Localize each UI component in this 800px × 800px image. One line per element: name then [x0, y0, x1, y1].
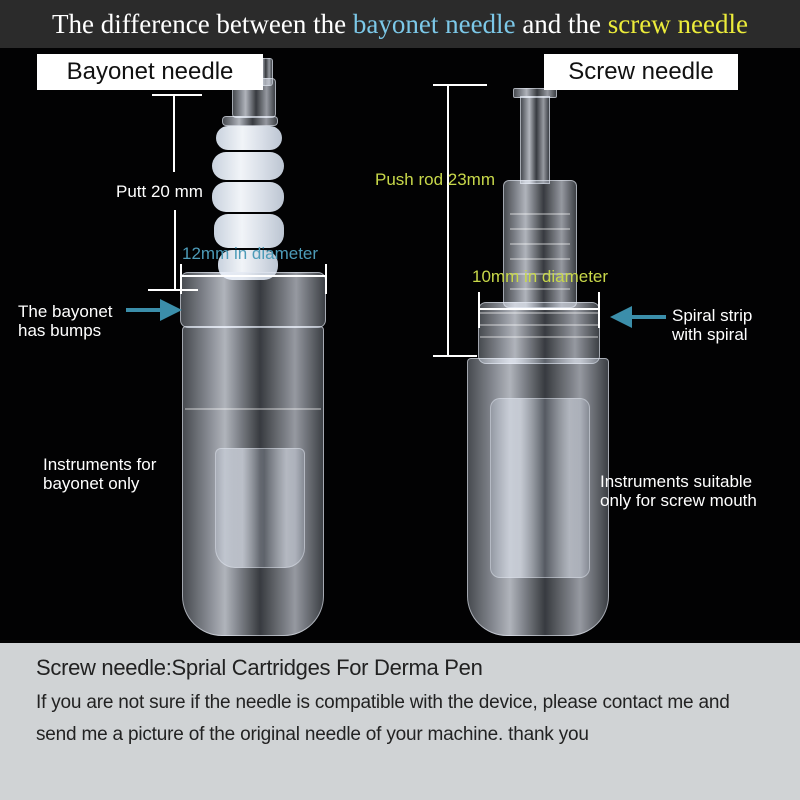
- title-prefix: The difference between the: [52, 8, 347, 39]
- bayonet-usage-line2: bayonet only: [43, 474, 140, 493]
- screw-diameter-right-tick: [598, 292, 600, 328]
- page-title: The difference between the bayonet needl…: [0, 0, 800, 48]
- bayonet-usage-line1: Instruments for: [43, 455, 157, 474]
- screw-length-top-tick: [433, 84, 487, 86]
- screw-label: Screw needle: [544, 54, 738, 90]
- title-screw: screw needle: [607, 8, 748, 39]
- screw-diameter-line: [479, 308, 599, 310]
- bayonet-arrow-shaft: [126, 308, 162, 312]
- screw-length-bottom-tick: [433, 355, 477, 357]
- bayonet-length-annotation: Putt 20 mm: [116, 182, 203, 201]
- screw-usage-line1: Instruments suitable: [600, 472, 753, 491]
- screw-spiral-note-line1: Spiral strip: [672, 306, 753, 325]
- description-body: If you are not sure if the needle is com…: [36, 692, 730, 745]
- screw-length-line: [447, 84, 449, 357]
- bayonet-bump-note-line1: The bayonet: [18, 302, 113, 321]
- bayonet-bump-note-line2: has bumps: [18, 321, 102, 340]
- screw-spiral-note-line2: with spiral: [672, 325, 748, 344]
- screw-usage-line2: only for screw mouth: [600, 491, 757, 510]
- bayonet-diameter-left-tick: [180, 264, 182, 294]
- arrow-left-icon: [610, 306, 632, 328]
- bayonet-length-line-lower: [174, 210, 176, 290]
- screw-diameter-left-tick: [478, 292, 480, 328]
- bayonet-diameter-right-tick: [325, 264, 327, 294]
- bayonet-length-top-tick: [152, 94, 202, 96]
- screw-arrow-shaft: [630, 315, 666, 319]
- arrow-right-icon: [160, 299, 182, 321]
- product-photo: Bayonet needle Putt 20 mm 12mm in diamet…: [0, 48, 800, 643]
- screw-length-annotation: Push rod 23mm: [375, 170, 495, 189]
- title-bayonet: bayonet needle: [352, 8, 516, 39]
- description-heading: Screw needle:Sprial Cartridges For Derma…: [36, 655, 483, 680]
- bayonet-length-bottom-tick: [148, 289, 198, 291]
- description-panel: Screw needle:Sprial Cartridges For Derma…: [0, 643, 800, 800]
- bayonet-diameter-annotation: 12mm in diameter: [182, 244, 319, 263]
- bayonet-label: Bayonet needle: [37, 54, 263, 90]
- title-middle: and the: [522, 8, 602, 39]
- screw-diameter-annotation: 10mm in diameter: [472, 267, 609, 286]
- bayonet-diameter-line: [181, 275, 327, 277]
- bayonet-length-line-upper: [173, 94, 175, 172]
